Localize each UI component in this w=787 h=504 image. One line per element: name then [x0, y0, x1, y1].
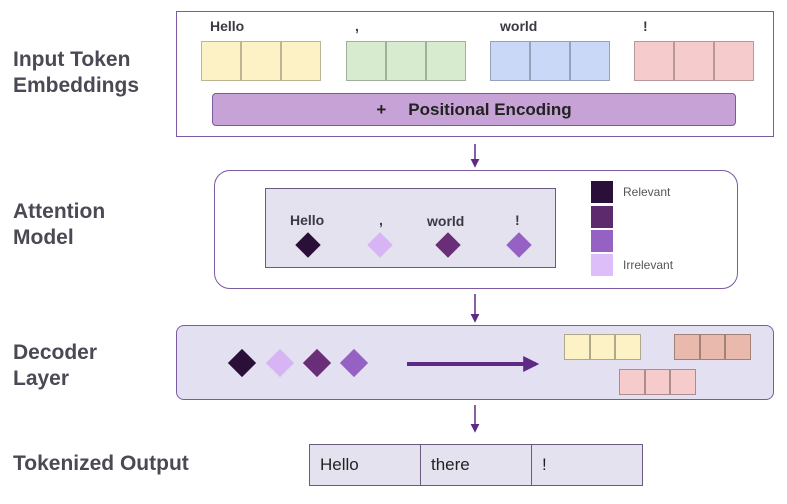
positional-encoding-bar: + Positional Encoding	[212, 93, 736, 126]
embedding-cell	[386, 41, 426, 81]
embedding-cell	[634, 41, 674, 81]
token-embedding-world	[490, 41, 610, 81]
legend-swatch-4	[591, 254, 613, 276]
attention-word-hello: Hello	[290, 212, 325, 228]
legend-swatch-1	[591, 181, 613, 203]
embedding-cell	[530, 41, 570, 81]
embedding-cell	[670, 369, 696, 395]
embedding-cell	[644, 369, 671, 395]
token-word-exclamation: !	[643, 18, 648, 34]
embedding-cell	[564, 334, 590, 360]
decoder-output-embedding-3	[619, 369, 696, 395]
plus-sign: +	[376, 99, 387, 119]
legend-swatch-2	[591, 206, 613, 228]
decoder-output-embedding-1	[564, 334, 641, 360]
label-attention-model: Attention Model	[13, 200, 106, 249]
embedding-cell	[714, 41, 754, 81]
legend-irrelevant-label: Irrelevant	[623, 258, 674, 272]
attention-word-exclamation: !	[515, 212, 520, 228]
output-token-2: there	[421, 445, 532, 485]
embedding-cell	[346, 41, 386, 81]
token-word-hello: Hello	[210, 18, 245, 34]
attention-weights-panel	[265, 188, 556, 268]
embedding-cell	[241, 41, 281, 81]
embedding-cell	[426, 41, 466, 81]
token-word-comma: ,	[355, 18, 359, 34]
embedding-cell	[490, 41, 530, 81]
output-token-1: Hello	[310, 445, 421, 485]
legend-relevant-label: Relevant	[623, 185, 671, 199]
decoder-output-embedding-2	[674, 334, 751, 360]
embedding-cell	[570, 41, 610, 81]
embedding-cell	[699, 334, 726, 360]
tokenized-output-table: Hello there !	[309, 444, 643, 486]
token-word-world: world	[500, 18, 538, 34]
embedding-cell	[674, 41, 714, 81]
label-decoder-layer: Decoder Layer	[13, 341, 98, 390]
embedding-cell	[615, 334, 641, 360]
token-embedding-comma	[346, 41, 466, 81]
label-input-token-embeddings: Input Token Embeddings	[13, 48, 140, 97]
legend-swatch-3	[591, 230, 613, 252]
embedding-cell	[619, 369, 645, 395]
embedding-cell	[201, 41, 241, 81]
embedding-cell	[674, 334, 700, 360]
attention-word-comma: ,	[379, 212, 383, 228]
attention-word-world: world	[427, 213, 465, 229]
embedding-cell	[725, 334, 751, 360]
positional-encoding-label: Positional Encoding	[408, 99, 572, 119]
embedding-cell	[281, 41, 321, 81]
label-tokenized-output: Tokenized Output	[13, 452, 189, 475]
embedding-cell	[589, 334, 616, 360]
token-embedding-exclamation	[634, 41, 754, 81]
token-embedding-hello	[201, 41, 321, 81]
output-token-3: !	[542, 455, 547, 474]
